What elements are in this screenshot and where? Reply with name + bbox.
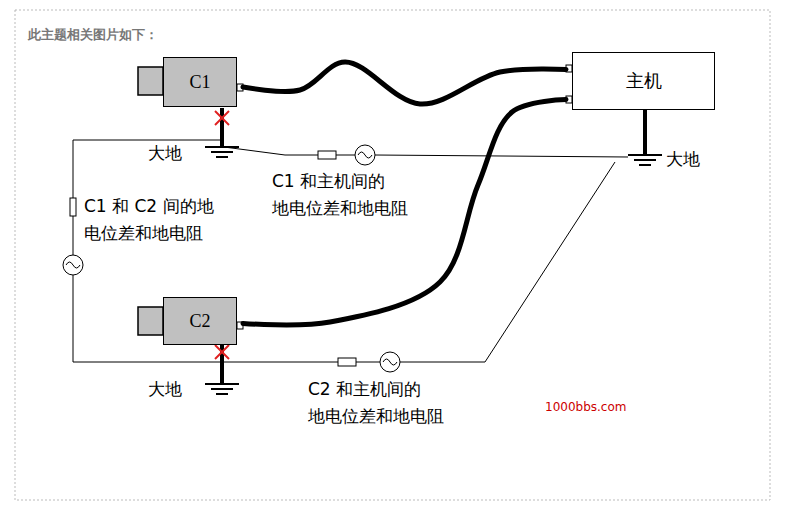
disconnect-mark xyxy=(215,111,229,125)
node-label: 主机 xyxy=(626,69,662,93)
page-heading: 此主题相关图片如下： xyxy=(28,26,158,44)
camera-box: C2 xyxy=(163,297,237,345)
ac-source-symbol xyxy=(63,255,83,275)
ground-label: 大地 xyxy=(148,140,182,167)
resistor-symbol xyxy=(338,358,356,366)
camera-box: C1 xyxy=(163,57,237,107)
impedance-label: C2 和主机间的 地电位差和地电阻 xyxy=(308,376,473,430)
camera-lens xyxy=(138,67,163,95)
ac-source-symbol xyxy=(380,352,400,372)
ground-symbol xyxy=(205,384,239,394)
ground-wire xyxy=(643,110,647,154)
ground-symbol xyxy=(628,155,662,165)
equivalent-wire xyxy=(73,140,628,362)
video-cable xyxy=(243,100,566,325)
camera-lens xyxy=(138,307,163,335)
video-cable xyxy=(243,62,566,104)
impedance-label: C1 和 C2 间的地 电位差和地电阻 xyxy=(84,193,249,247)
resistor-symbol xyxy=(318,151,336,159)
resistor-symbol xyxy=(70,198,76,216)
watermark: 1000bbs.com xyxy=(545,398,626,417)
impedance-label: C1 和主机间的 地电位差和地电阻 xyxy=(272,168,437,222)
node-label: C2 xyxy=(189,311,210,332)
node-label: C1 xyxy=(189,72,210,93)
disconnect-mark xyxy=(215,345,229,359)
frame xyxy=(15,10,770,500)
host-box: 主机 xyxy=(572,52,715,110)
ac-source-symbol xyxy=(355,145,375,165)
ground-label: 大地 xyxy=(148,376,182,403)
ground-label: 大地 xyxy=(666,146,700,173)
